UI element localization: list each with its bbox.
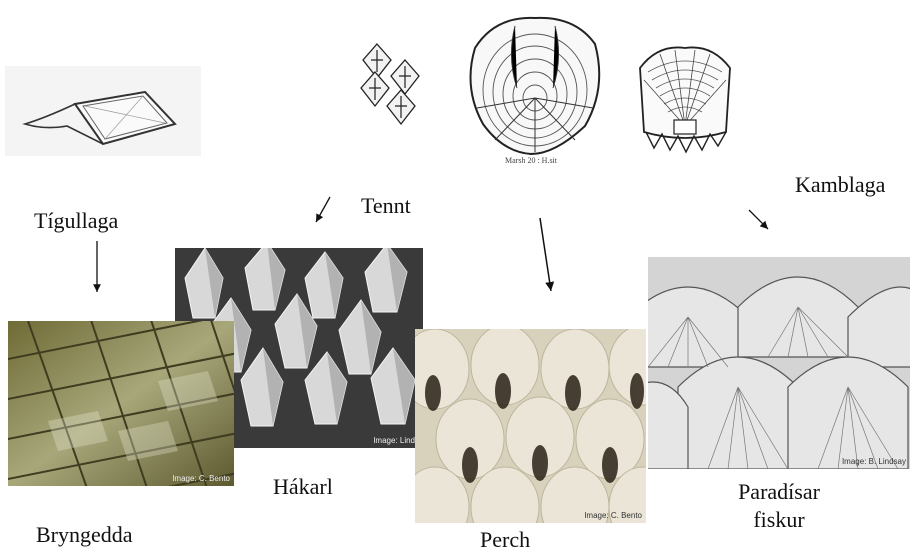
- label-paradisar: Paradísar fiskur: [724, 478, 834, 534]
- arrow-kamblaga: [749, 210, 768, 229]
- arrow-tennt-left: [316, 197, 330, 222]
- credit-perch: Image: C. Bento: [584, 511, 642, 520]
- credit-paradisar: Image: B. Lindsay: [842, 457, 906, 466]
- photo-perch: Image: C. Bento: [415, 329, 646, 523]
- photo-paradisar: Image: B. Lindsay: [648, 257, 910, 469]
- label-hakarl: Hákarl: [273, 474, 333, 500]
- arrow-tennt-right: [540, 218, 551, 291]
- credit-hakarl: Image: Linds: [373, 436, 419, 445]
- label-bryngedda: Bryngedda: [36, 522, 133, 548]
- credit-bryngedda: Image: C. Bento: [172, 474, 230, 483]
- photo-bryngedda: Image: C. Bento: [8, 321, 234, 486]
- label-perch: Perch: [480, 527, 530, 553]
